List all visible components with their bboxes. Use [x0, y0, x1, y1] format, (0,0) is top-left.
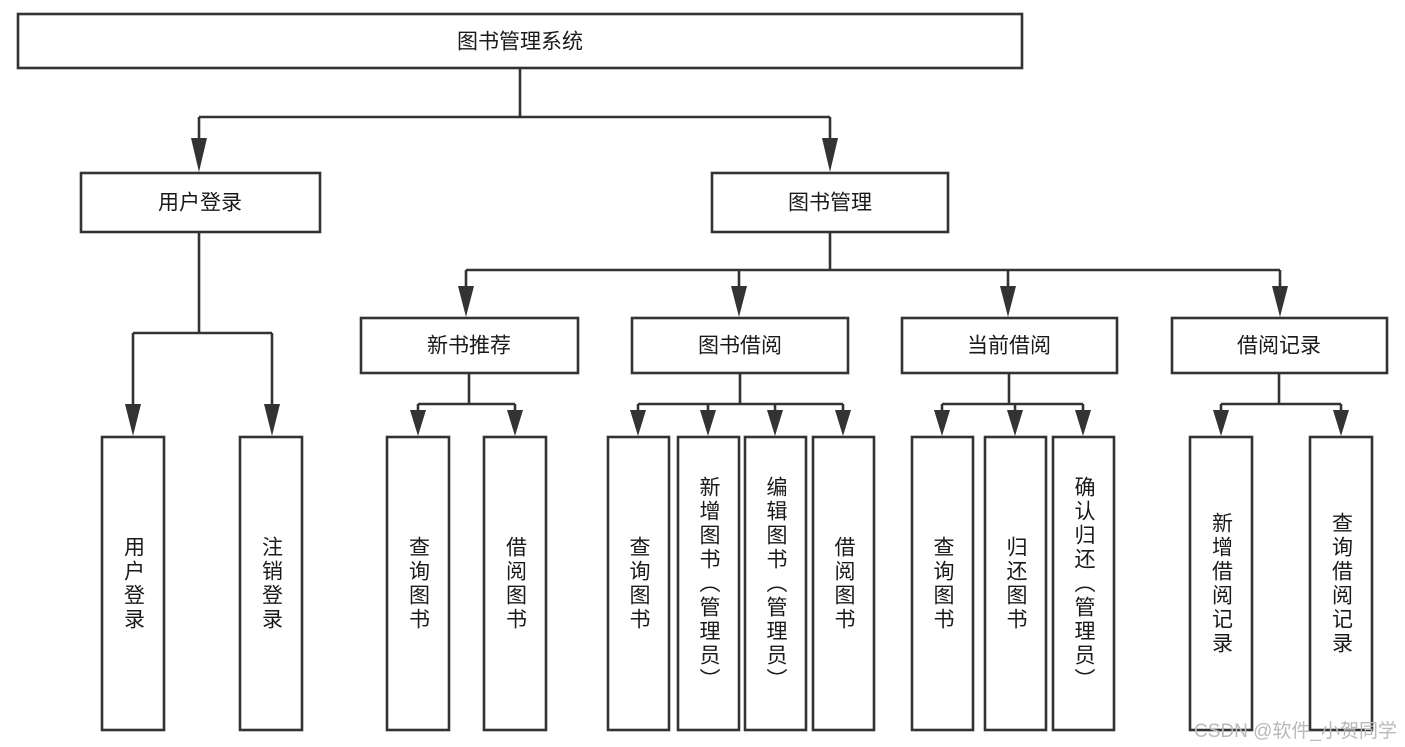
node-leaf-edit-book-box[interactable] — [743, 435, 808, 732]
edge-group-user-login — [125, 232, 280, 436]
node-leaf-return-book-box[interactable] — [983, 435, 1048, 732]
arrow-borrow-to-leaf4 — [835, 410, 851, 436]
node-leaf-add-book-box[interactable] — [676, 435, 741, 732]
node-borrow-record-box[interactable] — [1170, 316, 1389, 375]
node-leaf-query-book-3-box[interactable] — [910, 435, 975, 732]
arrow-record-to-leaf2 — [1333, 410, 1349, 436]
arrow-newbook-to-leaf2 — [507, 410, 523, 436]
node-root-box[interactable] — [16, 12, 1024, 70]
arrow-bm-to-newbook — [458, 286, 474, 317]
arrow-borrow-to-leaf2 — [700, 410, 716, 436]
arrow-current-to-leaf1 — [934, 410, 950, 436]
arrow-newbook-to-leaf1 — [410, 410, 426, 436]
node-borrow-record-label: 借阅记录 — [1237, 335, 1321, 358]
node-current-borrow-label: 当前借阅 — [967, 335, 1051, 358]
arrow-current-to-leaf2 — [1007, 410, 1023, 436]
edge-group-new-book-rec — [410, 373, 523, 436]
edge-group-book-borrow — [630, 373, 851, 436]
arrow-bm-to-borrow — [731, 286, 747, 317]
arrow-root-to-book-manage — [822, 138, 838, 172]
node-leaf-borrow-book-2-box[interactable] — [811, 435, 876, 732]
node-leaf-user-login-box[interactable] — [100, 435, 166, 732]
edge-group-current-borrow — [934, 373, 1091, 436]
arrow-borrow-to-leaf3 — [767, 410, 783, 436]
node-book-borrow-box[interactable] — [630, 316, 850, 375]
arrow-record-to-leaf1 — [1213, 410, 1229, 436]
edge-group-book-manage — [458, 232, 1288, 317]
edge-group-root — [191, 68, 838, 172]
node-new-book-rec-box[interactable] — [359, 316, 580, 375]
csdn-watermark: CSDN @软件_小贺同学 — [1194, 721, 1397, 742]
node-root-label: 图书管理系统 — [457, 31, 583, 54]
edge-group-borrow-record — [1213, 373, 1349, 436]
node-leaf-query-book-2-box[interactable] — [606, 435, 671, 732]
node-current-borrow-box[interactable] — [900, 316, 1119, 375]
node-new-book-rec-label: 新书推荐 — [427, 335, 511, 358]
arrow-bm-to-current — [1000, 286, 1016, 317]
node-leaf-query-record-box[interactable] — [1308, 435, 1374, 732]
node-leaf-logout-box[interactable] — [238, 435, 304, 732]
arrow-root-to-user-login — [191, 138, 207, 172]
node-book-manage-label: 图书管理 — [788, 192, 872, 215]
node-leaf-borrow-book-1-box[interactable] — [482, 435, 548, 732]
node-user-login-box[interactable] — [79, 171, 322, 234]
node-user-login-label: 用户登录 — [158, 192, 242, 215]
arrow-user-login-to-leaf2 — [264, 404, 280, 436]
node-leaf-query-book-1-box[interactable] — [385, 435, 451, 732]
node-book-manage-box[interactable] — [710, 171, 950, 234]
node-leaf-confirm-return-box[interactable] — [1051, 435, 1116, 732]
arrow-bm-to-record — [1272, 286, 1288, 317]
node-leaf-add-record-box[interactable] — [1188, 435, 1254, 732]
node-book-borrow-label: 图书借阅 — [698, 335, 782, 358]
arrow-user-login-to-leaf1 — [125, 404, 141, 436]
arrow-current-to-leaf3 — [1075, 410, 1091, 436]
arrow-borrow-to-leaf1 — [630, 410, 646, 436]
